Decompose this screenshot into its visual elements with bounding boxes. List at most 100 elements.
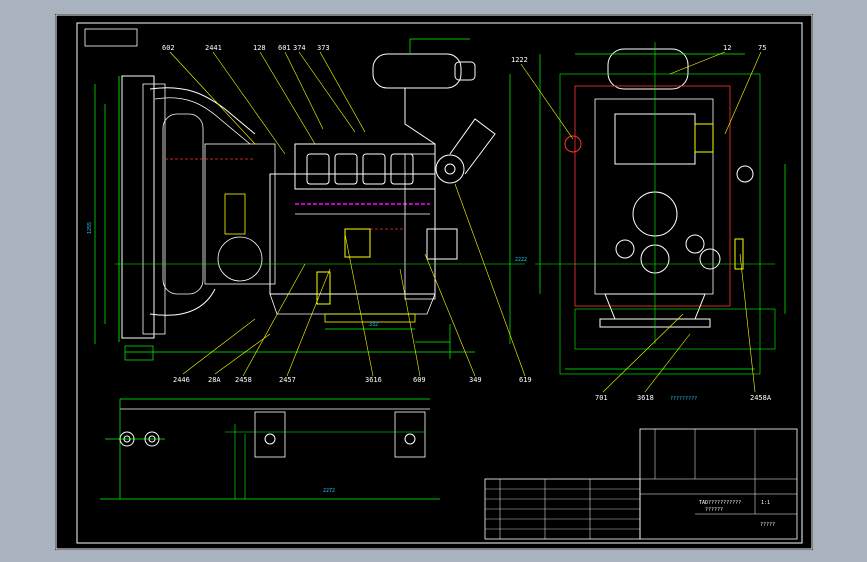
base-hole-1: [119, 431, 135, 447]
title-block-drawing-title: TAD???????????: [699, 500, 741, 506]
filter-outlet: [454, 61, 476, 81]
base-plan-view: 2272: [100, 398, 440, 500]
base-hole-2-in: [148, 435, 156, 443]
rocker-cover-3: [362, 153, 386, 185]
callout-2441: 2441: [205, 44, 222, 52]
mount-pad-right-hole: [404, 433, 416, 445]
front-dim-box-2: [574, 308, 776, 350]
callout-12: 12: [723, 44, 731, 52]
pan-base: [324, 313, 416, 323]
leader-374: [298, 51, 356, 133]
callout-701: 701: [595, 394, 608, 402]
base-hole-2: [144, 431, 160, 447]
mount-pad-left-hole: [264, 433, 276, 445]
title-block-scale: 1:1: [761, 500, 770, 506]
callout-374: 374: [293, 44, 306, 52]
title-block: TAD??????????? ?????? 1:1 ?????: [484, 428, 798, 540]
leader-12: [669, 51, 726, 75]
dim-text-left: 1255: [87, 222, 93, 234]
dim-text-bottom: 332: [369, 322, 378, 328]
mount-pad-right: [394, 411, 426, 458]
fan-shroud: [162, 113, 204, 295]
mount-pad-left: [254, 411, 286, 458]
oil-pan: [269, 293, 436, 315]
rocker-cover-2: [334, 153, 358, 185]
base-dim-text: 2272: [323, 488, 335, 494]
engine-block: [269, 173, 436, 295]
engine-mount: [316, 271, 331, 305]
turbocharger: [435, 154, 465, 184]
cylinder-head: [294, 143, 436, 190]
callout-2457: 2457: [279, 376, 296, 384]
leader-349: [424, 253, 476, 377]
crank-pulley: [217, 236, 263, 282]
leader-602: [169, 51, 256, 145]
leader-28A: [214, 333, 271, 375]
lower-hose: [149, 288, 216, 316]
callout-373: 373: [317, 44, 330, 52]
alternator: [426, 228, 458, 260]
front-pulley-2: [615, 239, 635, 259]
corner-stamp: [84, 28, 138, 47]
callout-609: 609: [413, 376, 426, 384]
rocker-cover-4: [390, 153, 414, 185]
front-yellow-bracket: [734, 238, 744, 270]
outer-frame: [55, 14, 813, 550]
callout-349: 349: [469, 376, 482, 384]
inner-frame: [76, 22, 803, 544]
leader-2446: [182, 318, 256, 375]
front-right-tube: [736, 165, 754, 183]
leader-3618: [644, 333, 691, 393]
leader-601: [284, 51, 324, 130]
front-block-outline: [574, 85, 731, 307]
front-pulley-4: [699, 248, 721, 270]
radiator-tank: [142, 83, 166, 335]
leader-701: [602, 313, 684, 393]
leader-1222: [520, 63, 574, 140]
upper-hose: [149, 87, 256, 135]
air-duct: [404, 88, 436, 145]
flywheel-housing: [404, 153, 436, 300]
front-pulley-3: [685, 234, 705, 254]
front-yellow-part: [694, 123, 714, 153]
callout-75: 75: [758, 44, 766, 52]
front-left-hose-ring: [564, 135, 582, 153]
callout-2458: 2458: [235, 376, 252, 384]
front-cover: [204, 143, 276, 285]
front-air-filter: [607, 48, 689, 90]
drawing-sheet: 602 2441 128 601 374 373 2446 28A 2458 2…: [55, 14, 813, 550]
radiator-core: [121, 75, 155, 339]
leader-609: [399, 268, 421, 377]
front-view: 1222 12 75 701 3618 2458A ?????????: [511, 42, 786, 402]
dim-text-right: 2222: [515, 257, 527, 263]
leader-75: [724, 51, 762, 135]
callout-2458A: 2458A: [750, 394, 772, 402]
front-hatch: [224, 193, 246, 235]
leader-2457: [286, 268, 331, 377]
side-view: 602 2441 128 601 374 373 2446 28A 2458 2…: [87, 38, 532, 384]
base-hole-1-in: [123, 435, 131, 443]
leader-2458: [242, 263, 306, 377]
cad-drawing: 602 2441 128 601 374 373 2446 28A 2458 2…: [55, 14, 813, 550]
leader-128: [259, 51, 316, 145]
callout-619: 619: [519, 376, 532, 384]
callout-3618: 3618: [637, 394, 654, 402]
dim-tag-box: [124, 345, 154, 361]
front-dim-text: ?????????: [670, 396, 697, 402]
air-filter: [372, 53, 462, 89]
leader-619: [454, 183, 526, 377]
leader-2458A: [739, 253, 756, 393]
leader-373: [319, 51, 366, 133]
callout-2446: 2446: [173, 376, 190, 384]
title-block-subtitle: ??????: [705, 507, 723, 513]
callout-28A: 28A: [208, 376, 221, 384]
leader-3616: [344, 233, 374, 377]
front-dim-box-1: [559, 73, 761, 375]
yellow-bracket: [344, 228, 371, 258]
rocker-cover-1: [306, 153, 330, 185]
callout-3616: 3616: [365, 376, 382, 384]
callout-601: 601: [278, 44, 291, 52]
callout-128: 128: [253, 44, 266, 52]
callout-602: 602: [162, 44, 175, 52]
exhaust-elbow: [449, 118, 496, 175]
